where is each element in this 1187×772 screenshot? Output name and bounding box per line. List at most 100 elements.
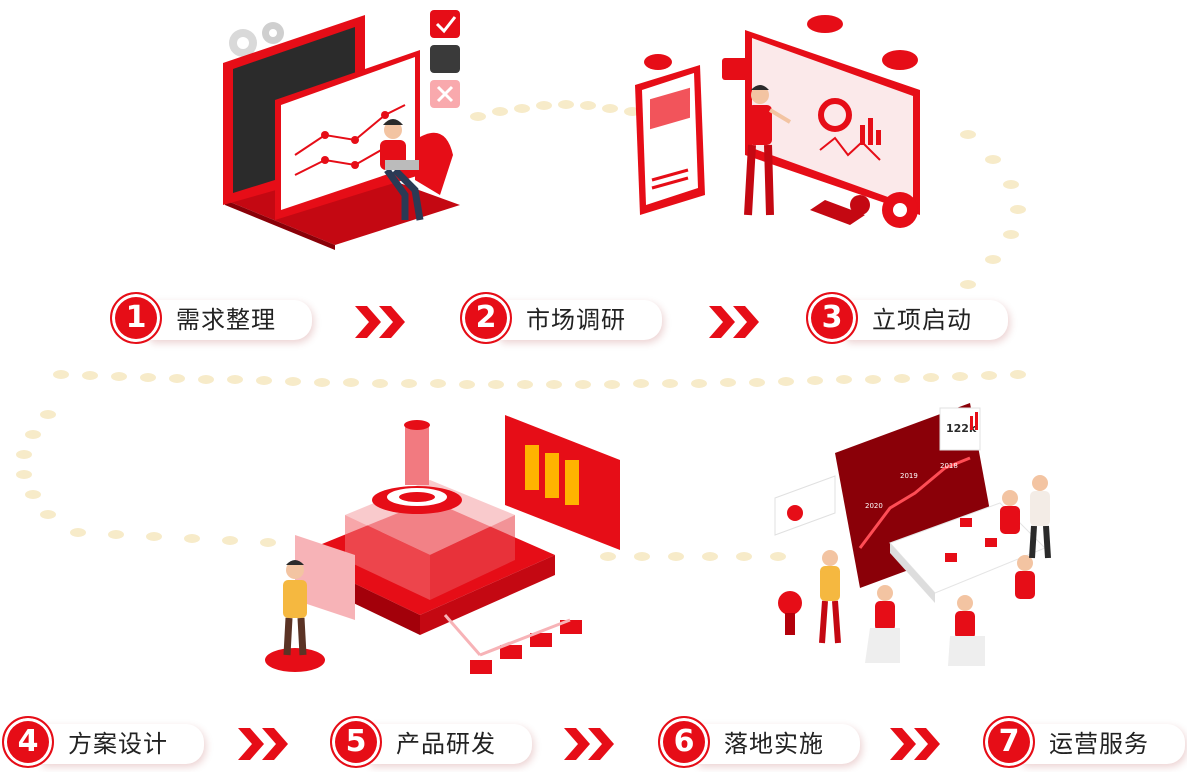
path-dot [16, 470, 33, 479]
path-dot [960, 130, 976, 139]
step-6-number-badge: 6 [658, 716, 710, 768]
path-dot [169, 373, 185, 383]
path-dot [985, 255, 1001, 264]
path-dot [836, 375, 852, 385]
path-dot [981, 370, 997, 380]
path-dot [1010, 370, 1026, 379]
step-1: 1 需求整理 [110, 292, 314, 348]
step-2-pill [498, 300, 662, 340]
step-4-label: 方案设计 [68, 730, 168, 758]
path-dot [517, 379, 533, 389]
path-dot [580, 100, 596, 110]
step-2-number-badge: 2 [460, 292, 512, 344]
path-dot [184, 534, 200, 543]
path-dot [604, 379, 620, 389]
step-1-number-badge: 1 [110, 292, 162, 344]
path-dot [894, 373, 910, 383]
illustration-implementation: 2019 2020 2018 122k [774, 403, 1051, 666]
step-2-label: 市场调研 [526, 306, 626, 334]
path-dot [736, 552, 752, 561]
path-dot [575, 379, 591, 389]
path-dot [470, 112, 486, 121]
path-dot [227, 375, 243, 385]
step-5: 5 产品研发 [330, 716, 534, 772]
path-dot [923, 372, 939, 382]
path-dot [146, 532, 162, 541]
illustration-requirements [223, 10, 460, 250]
path-dot [1003, 230, 1020, 239]
path-dot [514, 103, 530, 113]
path-dot [960, 280, 976, 289]
path-dot [662, 379, 678, 389]
path-dot [952, 371, 968, 381]
path-dot [260, 538, 276, 547]
path-dot [546, 379, 562, 389]
path-dot [140, 372, 156, 382]
path-dot [602, 103, 618, 113]
path-dot [702, 552, 718, 561]
path-dot [807, 376, 823, 386]
path-dot [372, 378, 388, 388]
step-7-pill [1021, 724, 1185, 764]
path-dot [198, 374, 214, 384]
step-4-pill [40, 724, 204, 764]
path-dot [492, 107, 508, 117]
path-dot [720, 378, 736, 388]
path-dot [430, 379, 446, 389]
path-dot [634, 552, 650, 561]
step-3: 3 立项启动 [806, 292, 1010, 348]
path-dot [82, 370, 98, 380]
path-dot [1003, 180, 1020, 189]
path-dot [558, 100, 574, 109]
chevron-right-icon [355, 306, 405, 338]
path-dot [985, 155, 1001, 164]
path-dot [749, 377, 765, 387]
path-dot [865, 374, 881, 384]
path-dot [668, 552, 684, 561]
panel-value: 122k [946, 422, 977, 435]
step-6-label: 落地实施 [724, 730, 824, 758]
year-label-2018: 2018 [940, 462, 958, 470]
path-dot [222, 536, 238, 545]
chevron-right-icon [238, 728, 288, 760]
step-7-number-badge: 7 [983, 716, 1035, 768]
path-dot [600, 552, 616, 561]
path-dot [459, 379, 475, 389]
step-7: 7 运营服务 [983, 716, 1187, 772]
step-6-pill [696, 724, 860, 764]
step-3-pill [844, 300, 1008, 340]
step-5-label: 产品研发 [396, 730, 496, 758]
step-5-number-badge: 5 [330, 716, 382, 768]
path-dot [624, 107, 640, 117]
path-dot [778, 376, 794, 386]
path-dot [691, 378, 707, 388]
year-label-2019: 2019 [900, 472, 918, 480]
illustration-product-rd [265, 415, 620, 674]
path-dot [40, 410, 56, 419]
path-dot [16, 450, 33, 459]
path-dot [53, 370, 69, 379]
path-dot [285, 376, 301, 386]
path-dot [70, 528, 86, 537]
step-3-label: 立项启动 [872, 306, 972, 334]
path-dot [488, 379, 504, 389]
path-dot [1010, 205, 1026, 214]
step-1-pill [148, 300, 312, 340]
path-dot [256, 376, 272, 386]
step-4-number-badge: 4 [2, 716, 54, 768]
step-7-label: 运营服务 [1049, 730, 1149, 758]
path-dot [536, 100, 552, 110]
step-4: 4 方案设计 [2, 716, 206, 772]
path-dot [108, 530, 124, 539]
step-5-pill [368, 724, 532, 764]
chevron-right-icon [564, 728, 614, 760]
step-6: 6 落地实施 [658, 716, 862, 772]
chevron-right-icon [890, 728, 940, 760]
path-dot [633, 379, 649, 389]
path-dot [314, 377, 330, 387]
path-dot [401, 379, 417, 389]
path-dot [25, 490, 42, 499]
illustration-market-research [635, 15, 920, 228]
path-dot [111, 371, 127, 381]
